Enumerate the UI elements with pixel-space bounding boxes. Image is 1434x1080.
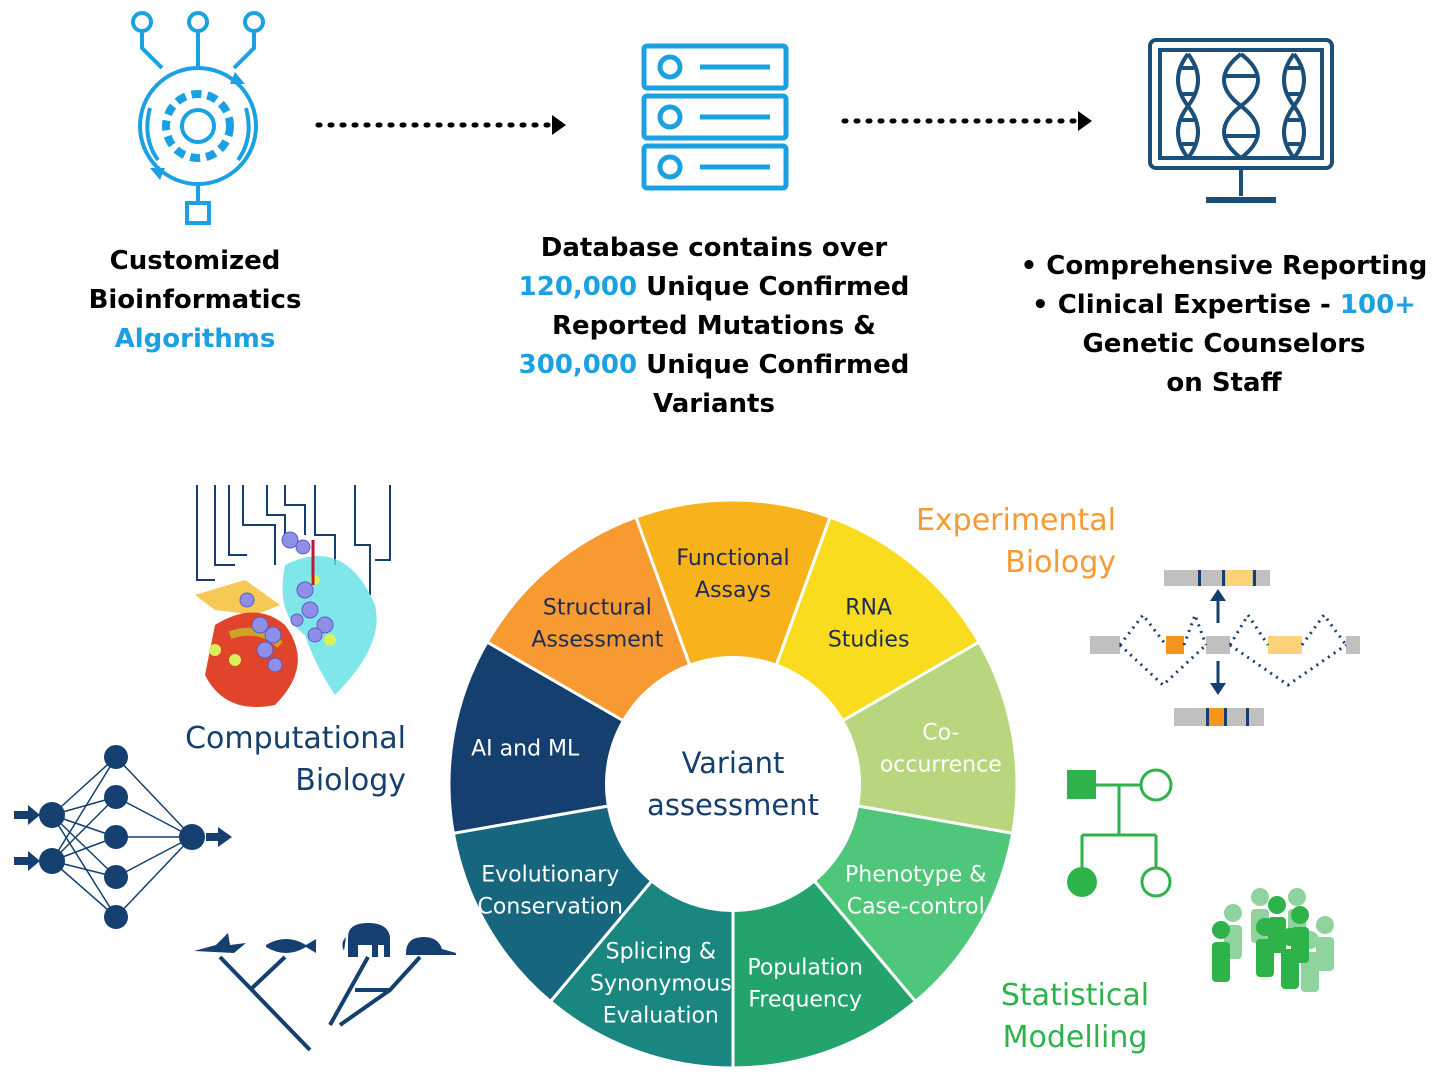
statistical-modelling-label: Statistical Modelling [990,975,1160,1059]
algorithms-line3: Algorithms [114,324,276,354]
wheel-label-8-1: Assessment [531,627,663,652]
protein-structure-icon [195,485,391,707]
database-line4: 300,000 Unique Confirmed [494,346,934,385]
wheel-hub [605,656,861,912]
population-icon [1212,888,1334,992]
experimental-biology-label: Experimental Biology [900,500,1116,584]
wheel-label-6-0: Evolutionary [481,863,619,888]
wheel-label-1-1: Studies [828,627,910,652]
computational-line2: Biology [295,763,406,798]
database-line3: Reported Mutations & [552,311,876,341]
wheel-label-7-0: AI and ML [471,736,580,761]
reporting-line3: Genetic Counselors [1082,329,1366,359]
wheel-center-line2: assessment [647,788,819,822]
neural-network-icon [14,745,232,929]
wheel-label-2-1: occurrence [880,752,1002,777]
reporting-bullet2: • Clinical Expertise - 100+ [1016,286,1432,325]
wheel-label-5-0: Splicing & [606,939,716,964]
wheel-label-4-1: Frequency [748,987,862,1012]
database-line5: Variants [653,389,775,419]
wheel-label-0-1: Assays [695,578,771,603]
reporting-line4: on Staff [1166,368,1282,398]
database-num1: 120,000 [518,272,638,302]
server-stack-icon [641,43,789,191]
experimental-line1: Experimental [915,503,1116,538]
wheel-label-6-1: Conservation [478,895,623,920]
wheel-label-0-0: Functional [676,546,789,571]
pedigree-icon [1067,768,1173,898]
database-caption: Database contains over 120,000 Unique Co… [494,229,934,424]
wheel-label-8-0: Structural [543,595,652,620]
circuit-gear-icon [131,11,265,225]
wheel-label-3-1: Case-control [847,895,985,920]
dotted-arrow-1 [315,115,566,135]
computational-line1: Computational [185,721,406,756]
computational-biology-label: Computational Biology [170,718,406,802]
algorithms-caption: Customized Bioinformatics Algorithms [70,242,320,359]
splicing-diagram-icon [1090,570,1360,726]
statistical-line1: Statistical [1000,978,1150,1013]
database-line1: Database contains over [540,233,888,263]
algorithms-line1: Customized [109,246,281,276]
dna-monitor-icon [1148,38,1334,203]
wheel-label-5-2: Evaluation [603,1003,719,1028]
database-line4-rest: Unique Confirmed [637,350,910,380]
algorithms-line2: Bioinformatics [88,285,302,315]
reporting-caption: • Comprehensive Reporting • Clinical Exp… [1016,247,1432,403]
wheel-label-1-0: RNA [845,595,892,620]
reporting-bullet2-text: • Clinical Expertise - [1032,290,1340,320]
wheel-label-4-0: Population [747,955,863,980]
phylogeny-tree-icon [194,923,456,1052]
database-line2-rest: Unique Confirmed [637,272,910,302]
reporting-counselor-count: 100+ [1339,290,1416,320]
wheel-label-3-0: Phenotype & [845,863,986,888]
wheel-label-5-1: Synonymous [590,971,732,996]
wheel-center-line1: Variant [682,746,785,780]
dotted-arrow-2 [841,111,1092,131]
database-num2: 300,000 [518,350,638,380]
wheel-label-2-0: Co- [922,720,959,745]
reporting-bullet1: • Comprehensive Reporting [1020,251,1428,281]
statistical-line2: Modelling [1002,1020,1148,1055]
experimental-line2: Biology [1005,545,1116,580]
wheel-segments [447,498,1019,1070]
database-line2: 120,000 Unique Confirmed [494,268,934,307]
